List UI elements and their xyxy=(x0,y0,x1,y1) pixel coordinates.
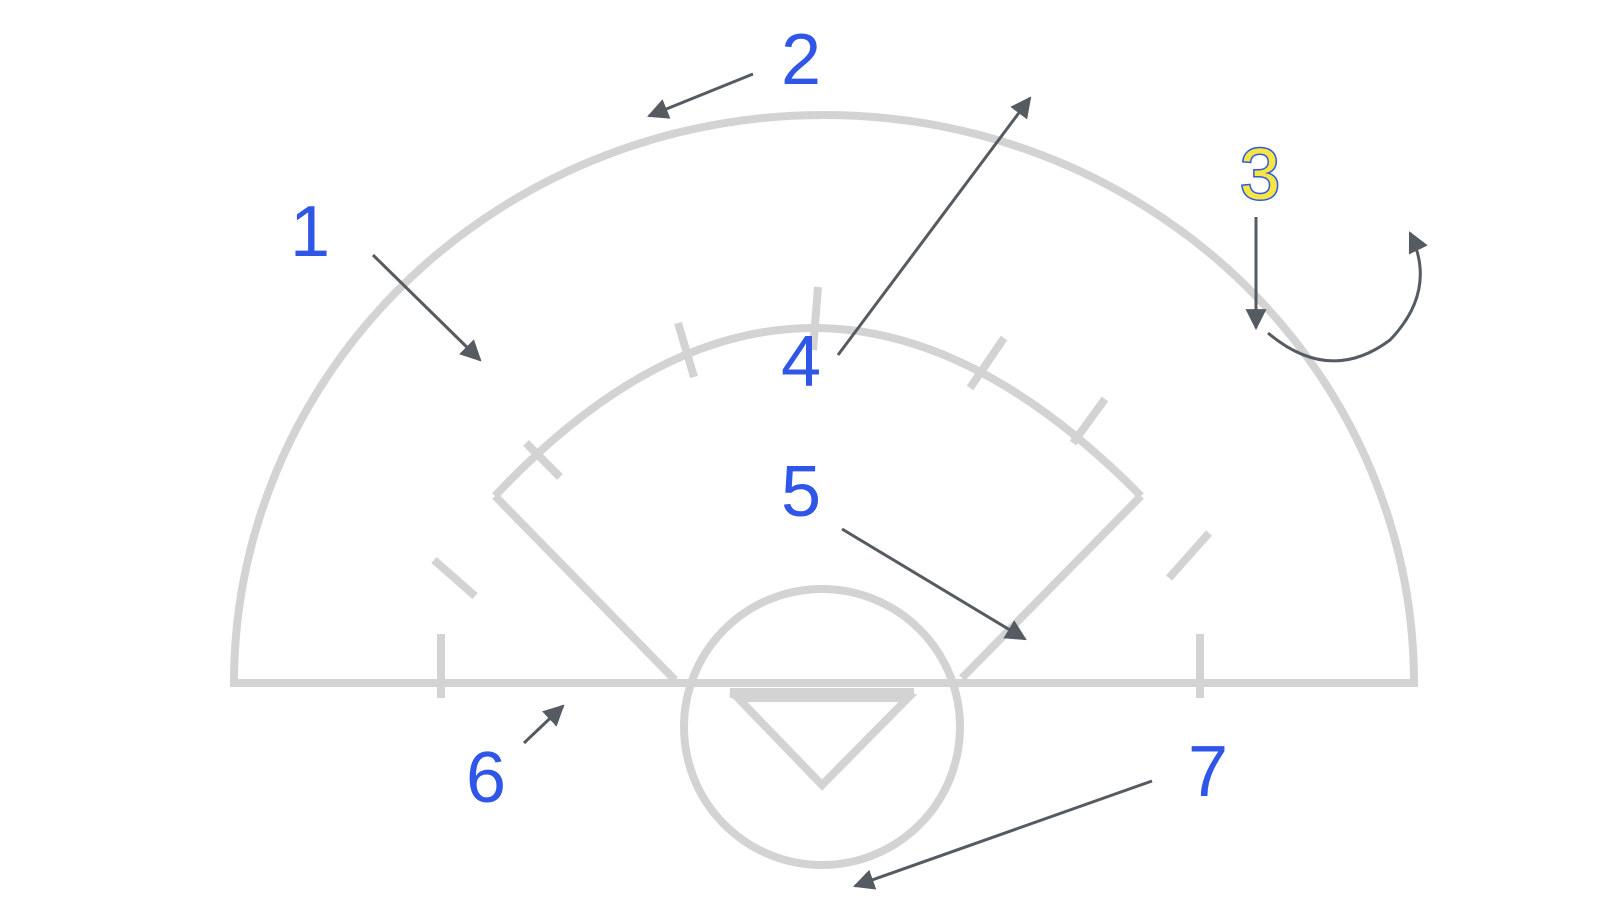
arrow-4 xyxy=(836,96,1032,356)
dash-mark xyxy=(1166,530,1212,581)
tick-mark xyxy=(809,286,822,351)
tick-mark xyxy=(523,440,563,480)
callout-arrows xyxy=(371,72,1428,890)
arrow-5 xyxy=(841,527,1027,641)
tick-mark xyxy=(1069,396,1109,446)
label-5: 5 xyxy=(781,452,821,532)
label-7: 7 xyxy=(1188,732,1228,812)
label-1: 1 xyxy=(290,192,330,272)
label-2: 2 xyxy=(781,20,821,100)
arrow-2 xyxy=(647,72,754,119)
label-6: 6 xyxy=(466,738,506,818)
home-plate xyxy=(728,694,918,791)
tick-mark xyxy=(674,321,698,379)
label-3: 3 xyxy=(1240,135,1280,215)
tick-mark xyxy=(966,335,1008,391)
arrow-7 xyxy=(853,779,1153,890)
arrow-6 xyxy=(522,704,565,745)
callout-labels: 1 2 3 4 5 6 7 xyxy=(290,20,1282,818)
field-outline xyxy=(230,111,1418,869)
outer-arc xyxy=(230,111,1418,684)
label-4: 4 xyxy=(781,322,821,402)
home-circle xyxy=(680,585,964,869)
infield-left-line xyxy=(492,493,678,683)
arrow-1 xyxy=(371,253,482,362)
arrow-3-curve xyxy=(1267,231,1428,363)
infield-right-line xyxy=(959,493,1144,681)
dash-mark xyxy=(431,556,478,600)
